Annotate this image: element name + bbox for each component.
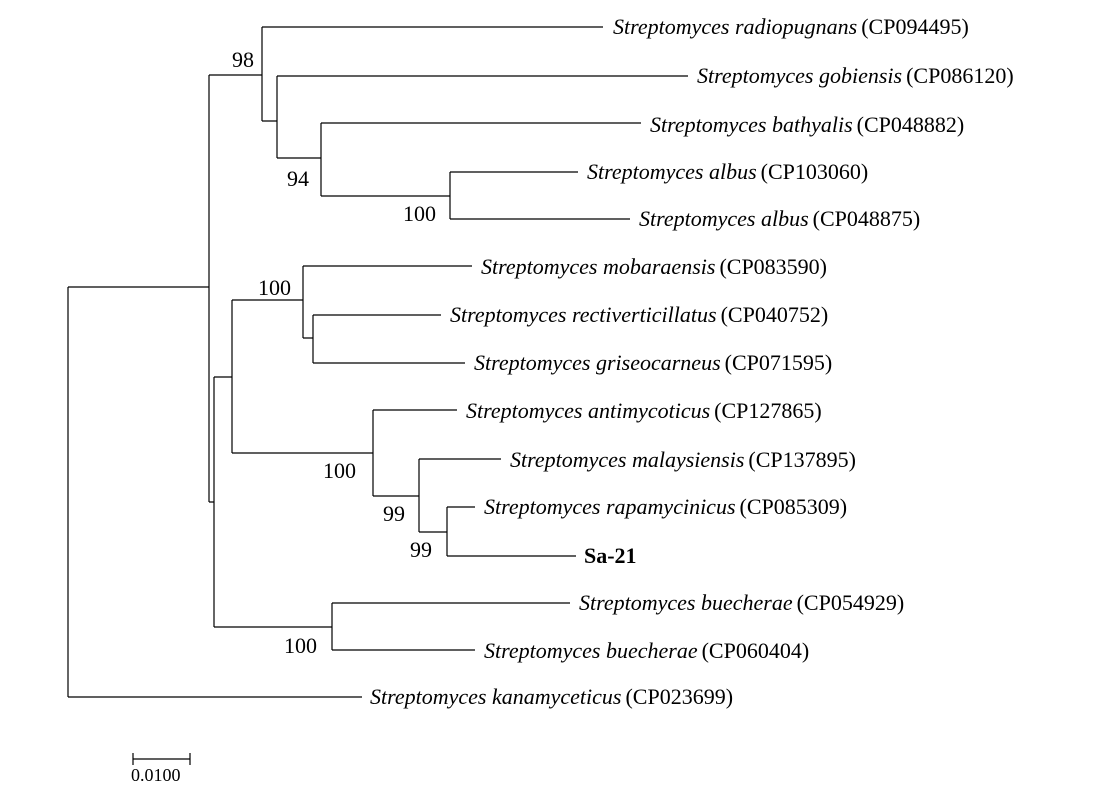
branch-node-94 (320, 122, 641, 197)
taxon-name: Streptomyces albus (587, 159, 757, 184)
svg-text:Sa-21: Sa-21 (584, 543, 637, 568)
branch-root (67, 286, 362, 698)
svg-text:Streptomyces albus (CP048875): Streptomyces albus (CP048875) (639, 206, 920, 231)
scale-bar-line (132, 753, 191, 765)
taxon-accession: (CP048875) (813, 206, 921, 231)
svg-text:Streptomyces antimycoticus (CP: Streptomyces antimycoticus (CP127865) (466, 398, 822, 423)
taxon-name: Streptomyces griseocarneus (474, 350, 721, 375)
svg-text:Streptomyces kanamyceticus (C: Streptomyces kanamyceticus (CP023699) (370, 684, 733, 709)
bootstrap-value: 99 (383, 501, 405, 526)
taxon-accession: (CP086120) (906, 63, 1014, 88)
bootstrap-value: 100 (323, 458, 356, 483)
branch-node-albus (449, 171, 630, 220)
scale-bar: 0.0100 (131, 753, 191, 785)
svg-text:Streptomyces radiopugnans (CP0: Streptomyces radiopugnans (CP094495) (613, 14, 969, 39)
taxon-accession: (CP083590) (719, 254, 827, 279)
taxon-name: Streptomyces bathyalis (650, 112, 853, 137)
branch-mid-split (231, 299, 373, 454)
taxon-accession: (CP103060) (761, 159, 869, 184)
tree-branches (67, 26, 688, 698)
branch-node-antimycoticus (372, 409, 457, 497)
taxon-name: Streptomyces rectiverticillatus (450, 302, 717, 327)
branch-node-99a (418, 458, 501, 533)
branch-gobiensis-group (276, 75, 688, 159)
taxon-accession: (CP127865) (714, 398, 822, 423)
taxon-accession: (CP060404) (702, 638, 810, 663)
bootstrap-value: 100 (258, 275, 291, 300)
bootstrap-value: 98 (232, 47, 254, 72)
bootstrap-value: 99 (410, 537, 432, 562)
svg-text:Streptomyces albus (CP103060): Streptomyces albus (CP103060) (587, 159, 868, 184)
taxon-accession: (CP054929) (797, 590, 905, 615)
svg-text:Streptomyces malaysiensis (CP: Streptomyces malaysiensis (CP137895) (510, 447, 856, 472)
svg-text:Streptomyces rapamycinicus (C: Streptomyces rapamycinicus (CP085309) (484, 494, 847, 519)
branch-node-99b (446, 506, 576, 557)
svg-text:Streptomyces buecherae (CP054: Streptomyces buecherae (CP054929) (579, 590, 904, 615)
branch-ingroup (208, 74, 262, 503)
taxon-name: Streptomyces rapamycinicus (484, 494, 736, 519)
taxon-name-sa21: Sa-21 (584, 543, 637, 568)
bootstrap-value: 100 (284, 633, 317, 658)
taxon-name: Streptomyces radiopugnans (613, 14, 857, 39)
taxon-accession: (CP085309) (740, 494, 848, 519)
taxon-name: Streptomyces antimycoticus (466, 398, 710, 423)
branch-node-mobaraensis (302, 265, 472, 339)
taxon-name: Streptomyces malaysiensis (510, 447, 744, 472)
svg-text:Streptomyces mobaraensis (CP0: Streptomyces mobaraensis (CP083590) (481, 254, 827, 279)
bootstrap-value: 94 (287, 166, 309, 191)
taxon-name: Streptomyces buecherae (484, 638, 698, 663)
taxon-accession: (CP023699) (625, 684, 733, 709)
taxon-labels: Streptomyces radiopugnans (CP094495) Str… (370, 14, 1014, 709)
bootstrap-value: 100 (403, 201, 436, 226)
taxon-name: Streptomyces albus (639, 206, 809, 231)
taxon-name: Streptomyces mobaraensis (481, 254, 715, 279)
branch-node-98 (261, 26, 603, 122)
taxon-accession: (CP137895) (748, 447, 856, 472)
svg-text:Streptomyces buecherae (CP0604: Streptomyces buecherae (CP060404) (484, 638, 809, 663)
svg-text:Streptomyces bathyalis (CP0488: Streptomyces bathyalis (CP048882) (650, 112, 964, 137)
branch-rectiverticillatus-griseocarneus (312, 314, 465, 364)
taxon-accession: (CP094495) (861, 14, 969, 39)
bootstrap-labels: 98 94 100 100 100 99 99 100 (232, 47, 436, 658)
branch-node-buecherae (331, 602, 570, 651)
taxon-accession: (CP048882) (857, 112, 965, 137)
scale-bar-label: 0.0100 (131, 765, 181, 785)
taxon-accession: (CP071595) (725, 350, 833, 375)
svg-text:Streptomyces gobiensis (CP0861: Streptomyces gobiensis (CP086120) (697, 63, 1014, 88)
taxon-name: Streptomyces buecherae (579, 590, 793, 615)
svg-text:Streptomyces griseocarneus (C: Streptomyces griseocarneus (CP071595) (474, 350, 832, 375)
taxon-name: Streptomyces kanamyceticus (370, 684, 621, 709)
taxon-name: Streptomyces gobiensis (697, 63, 902, 88)
branch-lower-split (213, 376, 332, 628)
taxon-accession: (CP040752) (721, 302, 829, 327)
svg-text:Streptomyces rectiverticillat: Streptomyces rectiverticillatus (CP04075… (450, 302, 828, 327)
